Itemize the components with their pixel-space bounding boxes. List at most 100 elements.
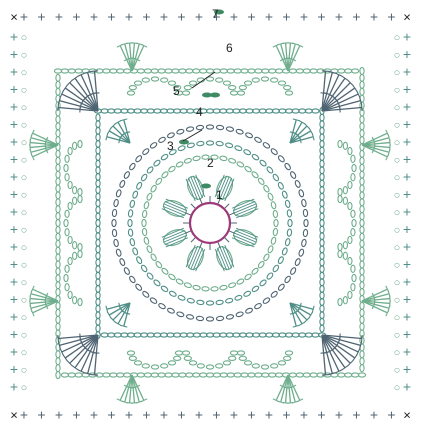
- stitch-top-bar: [322, 375, 329, 376]
- chain-stitch: [137, 69, 144, 73]
- chain-stitch: [360, 74, 364, 81]
- chain-stitch-glyph: ○: [394, 84, 401, 96]
- chain-stitch: [303, 209, 308, 217]
- chain-stitch: [196, 125, 204, 130]
- chain-stitch: [112, 209, 117, 217]
- chain-stitch: [56, 371, 60, 378]
- chain-stitch: [151, 77, 158, 81]
- single-crochet-stitch: +: [10, 116, 18, 132]
- chain-stitch: [225, 298, 233, 304]
- chain-stitch: [56, 254, 60, 261]
- chain-stitch: [245, 307, 253, 314]
- chain-stitch: [175, 351, 182, 355]
- chain-stitch: [271, 201, 277, 209]
- chain-stitch: [273, 210, 278, 218]
- chain-stitch-glyph: ○: [21, 172, 28, 184]
- chain-stitch: [348, 147, 352, 154]
- chain-stitch: [117, 69, 124, 73]
- chain-stitch: [112, 229, 117, 237]
- chain-stitch: [56, 164, 60, 171]
- stitch-top-bar: [362, 335, 363, 342]
- chain-stitch: [116, 189, 122, 197]
- chain-stitch: [262, 142, 270, 150]
- chain-stitch-glyph: ○: [21, 224, 28, 236]
- single-crochet-stitch: +: [300, 407, 308, 423]
- chain-stitch: [351, 265, 355, 272]
- chain-stitch: [244, 361, 251, 365]
- chain-stitch: [284, 275, 292, 283]
- chain-stitch: [65, 229, 69, 236]
- chain-stitch: [149, 297, 157, 305]
- slip-stitch: ×: [10, 9, 18, 24]
- chain-stitch-glyph: ○: [394, 154, 401, 166]
- single-crochet-stitch: +: [10, 186, 18, 202]
- chain-stitch: [289, 69, 296, 73]
- single-crochet-stitch: +: [403, 204, 411, 220]
- stitch-top-bar: [322, 71, 329, 72]
- chain-stitch: [202, 287, 209, 292]
- chain-stitch-glyph: ○: [21, 277, 28, 289]
- chain-stitch: [56, 309, 60, 316]
- chain-stitch: [56, 316, 60, 323]
- chain-stitch: [78, 243, 82, 250]
- chain-stitch-glyph: ○: [394, 364, 401, 376]
- single-crochet-stitch: +: [20, 407, 28, 423]
- chain-stitch-glyph: ○: [394, 102, 401, 114]
- chain-stitch: [261, 365, 268, 369]
- chain-stitch: [296, 373, 303, 377]
- chain-stitch: [61, 373, 68, 377]
- chain-stitch: [271, 237, 277, 245]
- chain-stitch: [137, 373, 144, 377]
- chain-stitch: [360, 130, 364, 137]
- chain-stitch: [360, 81, 364, 88]
- chain-stitch: [360, 185, 364, 192]
- chain-stitch: [142, 364, 149, 368]
- chain-stitch: [193, 69, 200, 73]
- chain-stitch: [167, 132, 175, 139]
- chain-stitch: [142, 219, 146, 226]
- chain-stitch: [153, 159, 161, 167]
- chain-stitch: [277, 256, 284, 264]
- chain-stitch: [142, 78, 149, 82]
- stitch-top-bar: [91, 375, 98, 376]
- chain-stitch-glyph: ○: [394, 49, 401, 61]
- chain-stitch: [56, 185, 60, 192]
- chain-stitch: [219, 285, 227, 291]
- chain-stitch: [56, 247, 60, 254]
- single-crochet-stitch: +: [90, 407, 98, 423]
- chain-stitch: [251, 267, 259, 275]
- chain-stitch: [150, 253, 157, 261]
- chain-stitch: [128, 210, 133, 218]
- chain-stitch: [151, 69, 158, 73]
- chain-stitch: [348, 181, 352, 188]
- chain-stitch: [110, 69, 117, 73]
- chain-stitch: [135, 155, 143, 163]
- single-crochet-stitch: +: [10, 134, 18, 150]
- stitch-top-bar: [63, 355, 67, 361]
- single-crochet-stitch: +: [403, 151, 411, 167]
- chain-stitch: [287, 229, 292, 237]
- chain-stitch: [143, 201, 149, 209]
- chain-stitch: [244, 165, 252, 173]
- chain-stitch-glyph: ○: [394, 137, 401, 149]
- chain-stitch: [123, 373, 130, 377]
- chain-stitch: [338, 250, 342, 257]
- chain-stitch: [360, 116, 364, 123]
- single-crochet-stitch: +: [403, 361, 411, 377]
- chain-stitch-glyph: ○: [394, 242, 401, 254]
- chain-stitch: [161, 171, 169, 179]
- round-3-label: 3: [167, 139, 174, 153]
- chain-stitch: [237, 91, 244, 95]
- chain-stitch: [360, 254, 364, 261]
- chain-stitch: [216, 78, 223, 82]
- single-crochet-stitch: +: [282, 9, 290, 25]
- chain-stitch: [68, 202, 72, 209]
- chain-stitch: [223, 361, 230, 365]
- single-crochet-stitch: +: [370, 9, 378, 25]
- chain-stitch: [146, 193, 153, 201]
- chain-stitch: [65, 210, 69, 217]
- chain-stitch: [360, 206, 364, 213]
- chain-stitch: [245, 132, 253, 139]
- single-crochet-stitch: +: [403, 326, 411, 342]
